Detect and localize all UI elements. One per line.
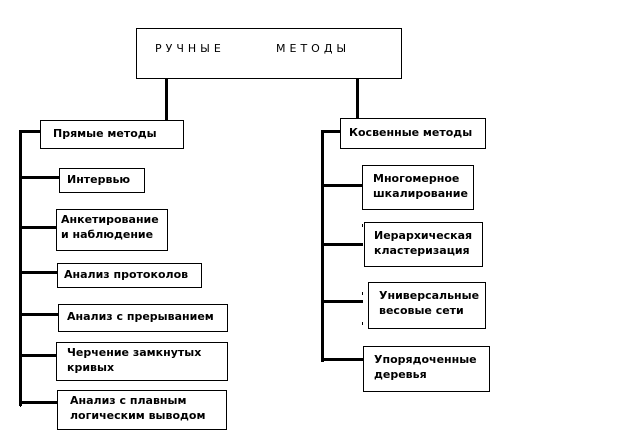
- method-node: Многомерное шкалирование: [362, 165, 474, 210]
- method-node: Универсальные весовые сети: [368, 282, 486, 329]
- indirect-methods-node: Косвенные методы: [340, 118, 486, 149]
- right-spine-top-connector: [321, 130, 341, 133]
- root-node: РУЧНЫЕ МЕТОДЫ: [136, 28, 402, 79]
- method-node: Упорядоченные деревья: [363, 346, 490, 392]
- method-label-line: Анализ с плавным: [70, 394, 187, 407]
- method-label-line: деревья: [374, 368, 427, 381]
- left-connector: [19, 226, 59, 229]
- right-item-tick: [362, 224, 363, 227]
- left-spine: [19, 130, 22, 406]
- method-label-line: и наблюдение: [61, 228, 154, 241]
- method-node: Черчение замкнутых кривых: [56, 342, 228, 381]
- root-title-right: МЕТОДЫ: [276, 42, 351, 55]
- method-label-line: Упорядоченные: [374, 353, 477, 366]
- direct-methods-node: Прямые методы: [40, 120, 184, 149]
- root-left-connector: [165, 79, 168, 122]
- left-spine-bottom-tick: [20, 404, 21, 407]
- method-label-line: шкалирование: [373, 187, 468, 200]
- method-node: Интервью: [59, 168, 145, 193]
- right-item-tick: [362, 322, 363, 325]
- method-label-line: кривых: [67, 361, 115, 374]
- method-node: Анкетирование и наблюдение: [56, 209, 168, 251]
- left-connector: [19, 176, 59, 179]
- left-connector: [19, 354, 59, 357]
- right-connector: [321, 300, 363, 303]
- root-right-connector: [356, 79, 359, 122]
- method-label-line: Многомерное: [373, 172, 460, 185]
- indirect-methods-label: Косвенные методы: [349, 126, 473, 139]
- method-label-line: логическим выводом: [70, 409, 206, 422]
- root-title-left: РУЧНЫЕ: [155, 42, 225, 55]
- left-spine-top-connector: [19, 130, 41, 133]
- method-node: Анализ с прерыванием: [58, 304, 228, 332]
- method-label-line: кластеризация: [374, 244, 470, 257]
- method-label-line: Черчение замкнутых: [67, 346, 202, 359]
- method-label: Анализ с прерыванием: [67, 310, 214, 323]
- method-label-line: Универсальные: [379, 289, 480, 302]
- method-label-line: Иерархическая: [374, 229, 473, 242]
- method-label: Анализ протоколов: [64, 268, 189, 281]
- method-node: Анализ протоколов: [57, 263, 202, 288]
- left-connector: [19, 401, 59, 404]
- method-label-line: Анкетирование: [61, 213, 159, 226]
- right-connector: [321, 184, 363, 187]
- method-label: Интервью: [67, 173, 131, 186]
- right-item-tick: [362, 292, 363, 295]
- left-connector: [19, 271, 59, 274]
- method-node: Иерархическая кластеризация: [364, 222, 483, 267]
- direct-methods-label: Прямые методы: [53, 127, 157, 140]
- right-connector: [321, 358, 363, 361]
- left-connector: [19, 313, 59, 316]
- right-spine: [321, 130, 324, 362]
- right-connector: [321, 243, 363, 246]
- method-node: Анализ с плавным логическим выводом: [57, 390, 227, 430]
- method-label-line: весовые сети: [379, 304, 464, 317]
